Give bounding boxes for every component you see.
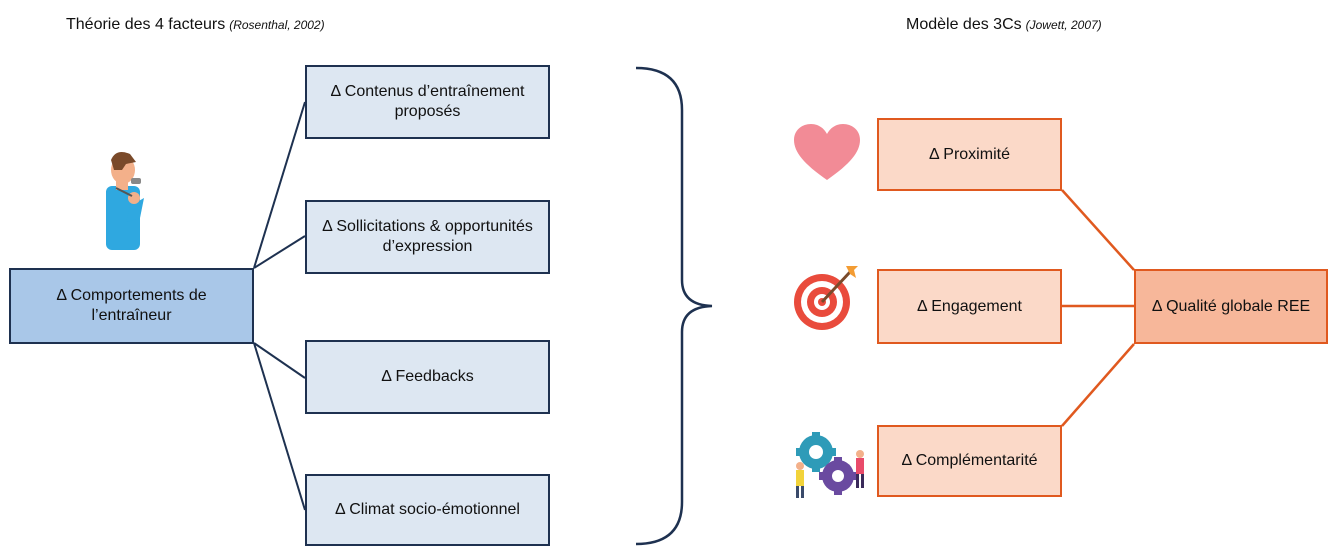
factor-box-2-label: Δ Sollicitations & opportunités d’expres… [322, 218, 533, 255]
right-model-title-text: Modèle des 3Cs [906, 16, 1022, 33]
engagement-box-label: Δ Engagement [917, 297, 1022, 315]
left-model-citation: (Rosenthal, 2002) [229, 18, 325, 32]
connector-line-proximite [1061, 189, 1135, 271]
complementarite-box-label: Δ Complémentarité [901, 452, 1038, 469]
connector-line-complementarite [1061, 343, 1135, 427]
coach-whistle-icon [106, 152, 144, 250]
left-model-title: Théorie des 4 facteurs(Rosenthal, 2002) [66, 16, 325, 34]
outcome-box: Δ Qualité globale REE [1134, 269, 1328, 344]
proximite-box-label: Δ Proximité [929, 145, 1010, 163]
factor-box-4-label: Δ Climat socio-émotionnel [335, 501, 520, 518]
connector-line-4 [253, 342, 306, 511]
connector-line-3 [253, 342, 306, 379]
factor-box-3: Δ Feedbacks [305, 340, 550, 414]
right-model-title: Modèle des 3Cs(Jowett, 2007) [906, 16, 1102, 34]
gears-people-icon [796, 432, 864, 498]
connector-line-1 [253, 101, 306, 269]
source-box: Δ Comportements de l’entraîneur [9, 268, 254, 344]
factor-box-3-label: Δ Feedbacks [381, 368, 474, 385]
left-model-title-text: Théorie des 4 facteurs [66, 16, 226, 33]
curly-brace [635, 66, 713, 546]
factor-box-4: Δ Climat socio-émotionnel [305, 474, 550, 546]
factor-box-1: Δ Contenus d’entraînement proposés [305, 65, 550, 139]
right-model-citation: (Jowett, 2007) [1025, 18, 1102, 32]
complementarite-box: Δ Complémentarité [877, 425, 1062, 497]
factor-box-1-label: Δ Contenus d’entraînement proposés [330, 83, 525, 120]
connector-line-2 [253, 235, 306, 269]
outcome-box-label: Δ Qualité globale REE [1151, 297, 1311, 315]
source-box-label: Δ Comportements de l’entraîneur [56, 287, 207, 324]
target-icon [794, 266, 858, 330]
proximite-box: Δ Proximité [877, 118, 1062, 191]
heart-icon [794, 124, 860, 180]
factor-box-2: Δ Sollicitations & opportunités d’expres… [305, 200, 550, 274]
engagement-box: Δ Engagement [877, 269, 1062, 344]
